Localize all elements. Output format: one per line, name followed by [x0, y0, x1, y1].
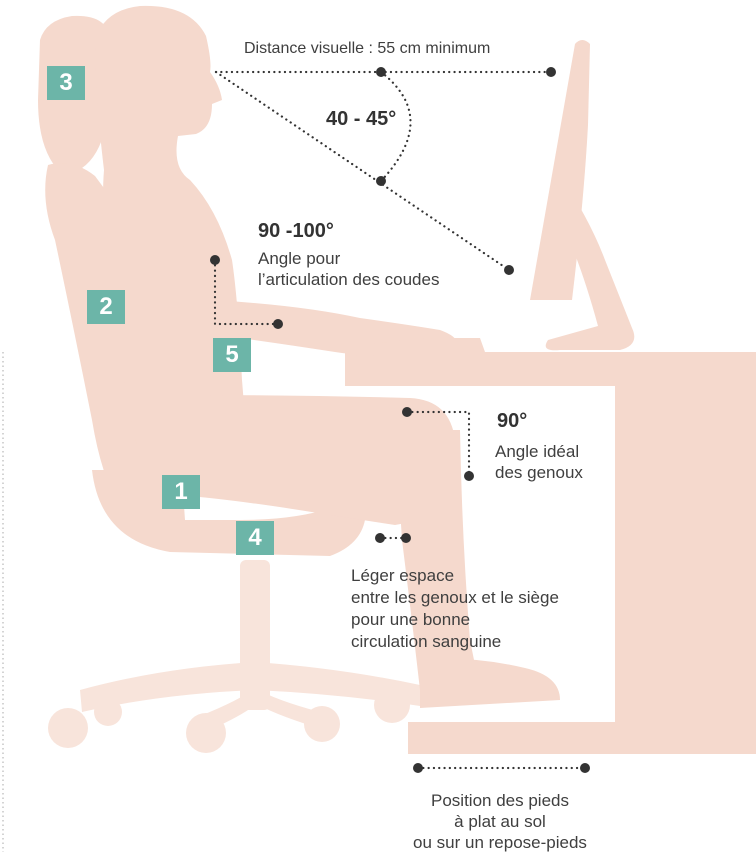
feet-desc-line1: Position des pieds: [400, 790, 600, 811]
knee-angle-label: 90°: [497, 409, 527, 433]
badge-3: 3: [47, 66, 85, 100]
vision-angle-label: 40 - 45°: [326, 107, 396, 131]
distance-label: Distance visuelle : 55 cm minimum: [244, 38, 490, 59]
elbow-angle-label: 90 -100°: [258, 219, 334, 243]
elbow-desc-line1: Angle pour: [258, 248, 340, 269]
gap-desc-line4: circulation sanguine: [351, 631, 501, 652]
gap-desc-line3: pour une bonne: [351, 609, 470, 630]
feet-desc-line3: ou sur un repose-pieds: [380, 832, 620, 852]
elbow-desc-line2: l’articulation des coudes: [258, 269, 439, 290]
badge-1: 1: [162, 475, 200, 509]
knee-desc-line2: des genoux: [495, 462, 583, 483]
knee-desc-line1: Angle idéal: [495, 441, 579, 462]
badge-2: 2: [87, 290, 125, 324]
desk-side: [615, 352, 756, 752]
person-foot: [420, 659, 560, 708]
footrest: [408, 722, 756, 754]
gap-desc-line1: Léger espace: [351, 565, 454, 586]
gap-desc-line2: entre les genoux et le siège: [351, 587, 559, 608]
feet-desc-line2: à plat au sol: [400, 811, 600, 832]
badge-5: 5: [213, 338, 251, 372]
badge-4: 4: [236, 521, 274, 555]
